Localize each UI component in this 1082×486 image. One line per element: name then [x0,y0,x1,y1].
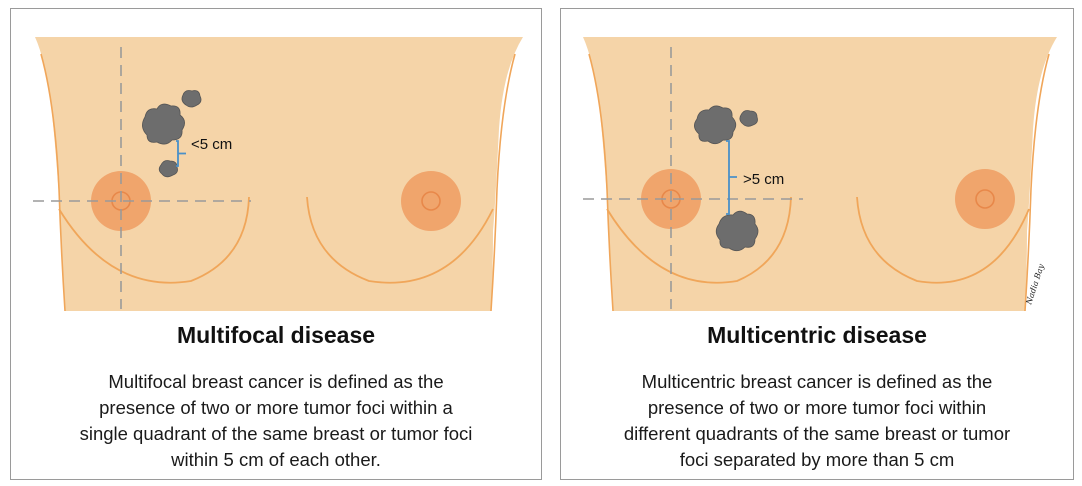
description-line: Multifocal breast cancer is defined as t… [21,369,531,395]
panel-description: Multifocal breast cancer is defined as t… [21,369,531,473]
description-line: presence of two or more tumor foci withi… [21,395,531,421]
multicentric-illustration: >5 cm Nadia Bay [561,9,1073,314]
multicentric-panel: >5 cm Nadia Bay Multicentric disease Mul… [560,8,1074,480]
right-areola [955,169,1015,229]
panel-title: Multifocal disease [11,322,541,349]
description-line: within 5 cm of each other. [21,447,531,473]
description-line: Multicentric breast cancer is defined as… [571,369,1063,395]
tumor-focus-icon [182,91,201,108]
tumor-focus-icon [159,161,177,177]
description-line: different quadrants of the same breast o… [571,421,1063,447]
panel-description: Multicentric breast cancer is defined as… [571,369,1063,473]
tumor-focus-icon [694,106,735,144]
description-line: presence of two or more tumor foci withi… [571,395,1063,421]
distance-label: >5 cm [743,171,784,188]
description-line: foci separated by more than 5 cm [571,447,1063,473]
panel-title: Multicentric disease [561,322,1073,349]
multifocal-illustration: <5 cm [11,9,541,314]
multifocal-panel: <5 cm Multifocal disease Multifocal brea… [10,8,542,480]
distance-label: <5 cm [191,136,232,153]
tumor-focus-icon [740,111,758,127]
tumor-focus-icon [142,104,184,144]
right-areola [401,171,461,231]
description-line: single quadrant of the same breast or tu… [21,421,531,447]
